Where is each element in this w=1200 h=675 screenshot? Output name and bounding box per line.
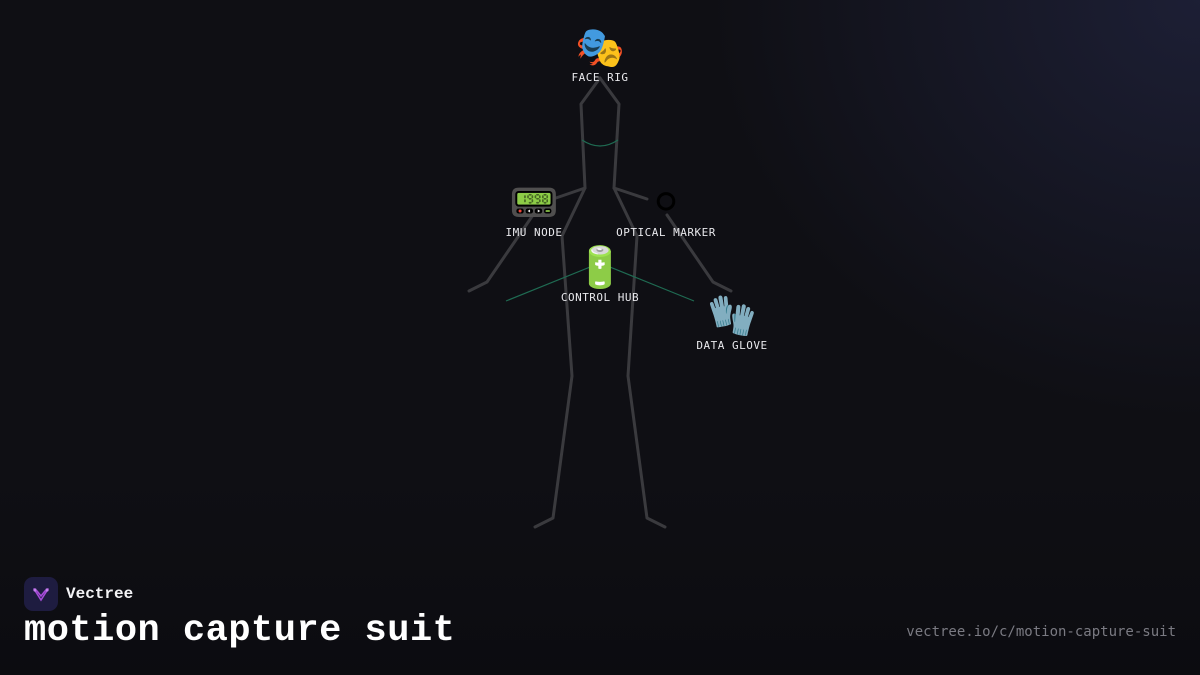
part-data-glove: 🧤 DATA GLOVE bbox=[696, 294, 767, 352]
optical-marker-label: OPTICAL MARKER bbox=[616, 226, 716, 239]
face-rig-icon: 🎭 bbox=[575, 25, 625, 71]
vectree-logo-icon bbox=[24, 577, 58, 611]
figure-torso-right bbox=[612, 186, 667, 529]
page-url[interactable]: vectree.io/c/motion-capture-suit bbox=[906, 624, 1176, 640]
part-imu-node: 📟 IMU NODE bbox=[506, 181, 563, 239]
figure-torso-left bbox=[533, 186, 587, 529]
connector-line-right bbox=[599, 262, 695, 302]
data-glove-label: DATA GLOVE bbox=[696, 339, 768, 352]
figure-arm-left bbox=[467, 213, 535, 293]
imu-node-label: IMU NODE bbox=[505, 226, 563, 239]
brand: Vectree bbox=[24, 577, 133, 611]
connector-line-left bbox=[505, 262, 601, 302]
optical-marker-icon: ⚪ bbox=[649, 180, 683, 226]
control-hub-icon: 🔋 bbox=[575, 245, 625, 291]
figure-shoulder-right bbox=[612, 186, 649, 201]
part-control-hub: 🔋 CONTROL HUB bbox=[561, 246, 639, 304]
part-face-rig: 🎭 FACE RIG bbox=[572, 26, 629, 84]
page-title: motion capture suit bbox=[24, 610, 456, 652]
part-optical-marker: ⚪ OPTICAL MARKER bbox=[616, 181, 716, 239]
imu-node-icon: 📟 bbox=[509, 180, 559, 226]
collar-connector-line bbox=[581, 139, 619, 147]
control-hub-label: CONTROL HUB bbox=[560, 291, 640, 304]
face-rig-label: FACE RIG bbox=[571, 71, 629, 84]
data-glove-icon: 🧤 bbox=[707, 293, 757, 339]
figure-arm-right bbox=[665, 213, 733, 293]
brand-name: Vectree bbox=[66, 585, 134, 603]
figure-head-left bbox=[579, 76, 602, 190]
figure-shoulder-left bbox=[551, 186, 587, 201]
figure-head-right bbox=[598, 76, 621, 190]
